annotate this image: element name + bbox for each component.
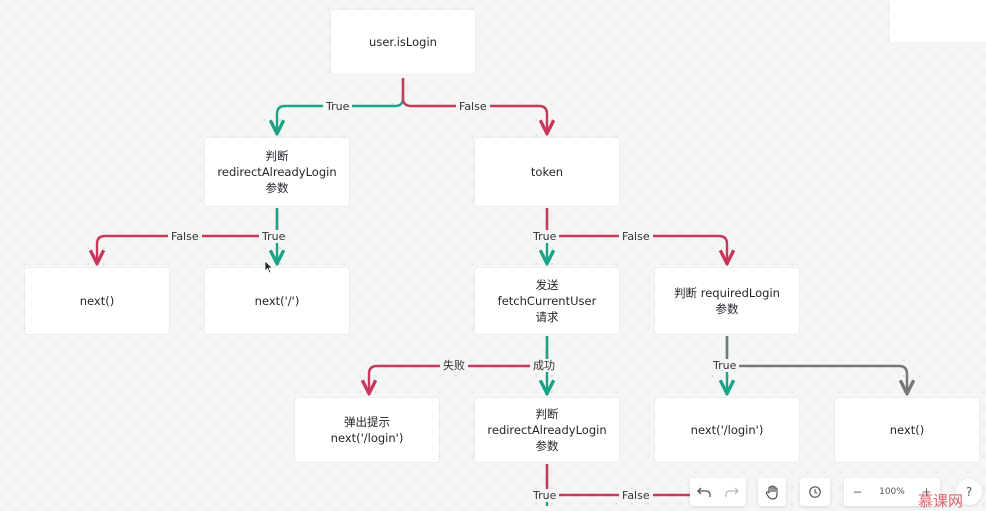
node-label: 判断 redirectAlreadyLogin 参数 bbox=[217, 149, 337, 195]
zoom-in-button[interactable]: + bbox=[921, 485, 932, 499]
watermark-logo: 慕课网 bbox=[918, 492, 964, 510]
node-token[interactable]: token bbox=[475, 138, 619, 206]
node-judge-required[interactable]: 判断 requiredLogin 参数 bbox=[655, 268, 799, 334]
node-label: token bbox=[530, 165, 564, 179]
edge-label-redirect2-false: False bbox=[619, 489, 653, 502]
side-panel bbox=[890, 0, 986, 42]
edge-label-fetch-success: 成功 bbox=[530, 359, 558, 372]
hand-tool-group bbox=[758, 478, 786, 506]
edge-label-islogin-true: True bbox=[323, 100, 353, 113]
hand-icon[interactable] bbox=[759, 480, 785, 504]
edge-label-redirect1-true: True bbox=[259, 230, 289, 243]
mouse-cursor-icon bbox=[264, 260, 274, 274]
edge-label-fetch-fail: 失败 bbox=[440, 359, 468, 372]
redo-icon[interactable] bbox=[719, 480, 745, 504]
edge-required-false bbox=[725, 336, 907, 392]
history-icon[interactable] bbox=[802, 480, 828, 504]
edge-label-token-false: False bbox=[619, 230, 653, 243]
zoom-control: − 100% + bbox=[844, 478, 940, 506]
node-judge-redirect-2[interactable]: 判断 redirectAlreadyLogin 参数 bbox=[475, 398, 619, 462]
edge-label-redirect1-false: False bbox=[168, 230, 202, 243]
node-label: next('/') bbox=[254, 294, 300, 308]
node-label: next() bbox=[889, 423, 925, 437]
node-next-root-1[interactable]: next() bbox=[25, 268, 169, 334]
node-label: user.isLogin bbox=[369, 35, 437, 49]
undo-redo-group bbox=[690, 478, 746, 506]
node-send-fetch[interactable]: 发送 fetchCurrentUser 请求 bbox=[475, 268, 619, 334]
history-group bbox=[800, 478, 830, 506]
edge-label-required-true: True bbox=[710, 359, 740, 372]
zoom-out-button[interactable]: − bbox=[852, 485, 863, 499]
node-label: next() bbox=[79, 294, 115, 308]
edge-label-token-true: True bbox=[530, 230, 560, 243]
help-button[interactable]: ? bbox=[956, 479, 982, 505]
node-label: 判断 requiredLogin 参数 bbox=[674, 286, 780, 316]
node-popup-tip[interactable]: 弹出提示 next('/login') bbox=[295, 398, 439, 462]
undo-icon[interactable] bbox=[691, 480, 717, 504]
edge-label-islogin-false: False bbox=[456, 100, 490, 113]
node-judge-redirect-1[interactable]: 判断 redirectAlreadyLogin 参数 bbox=[205, 138, 349, 206]
node-next-slash[interactable]: next('/') bbox=[205, 268, 349, 334]
node-label: 发送 fetchCurrentUser 请求 bbox=[497, 278, 597, 324]
edge-label-redirect2-true: True bbox=[530, 489, 560, 502]
node-next-login[interactable]: next('/login') bbox=[655, 398, 799, 462]
zoom-level: 100% bbox=[879, 487, 905, 497]
node-label: 弹出提示 next('/login') bbox=[330, 415, 404, 445]
node-label: next('/login') bbox=[690, 423, 764, 437]
node-next-root-2[interactable]: next() bbox=[835, 398, 979, 462]
node-label: 判断 redirectAlreadyLogin 参数 bbox=[487, 407, 607, 453]
node-is-login[interactable]: user.isLogin bbox=[331, 10, 475, 74]
